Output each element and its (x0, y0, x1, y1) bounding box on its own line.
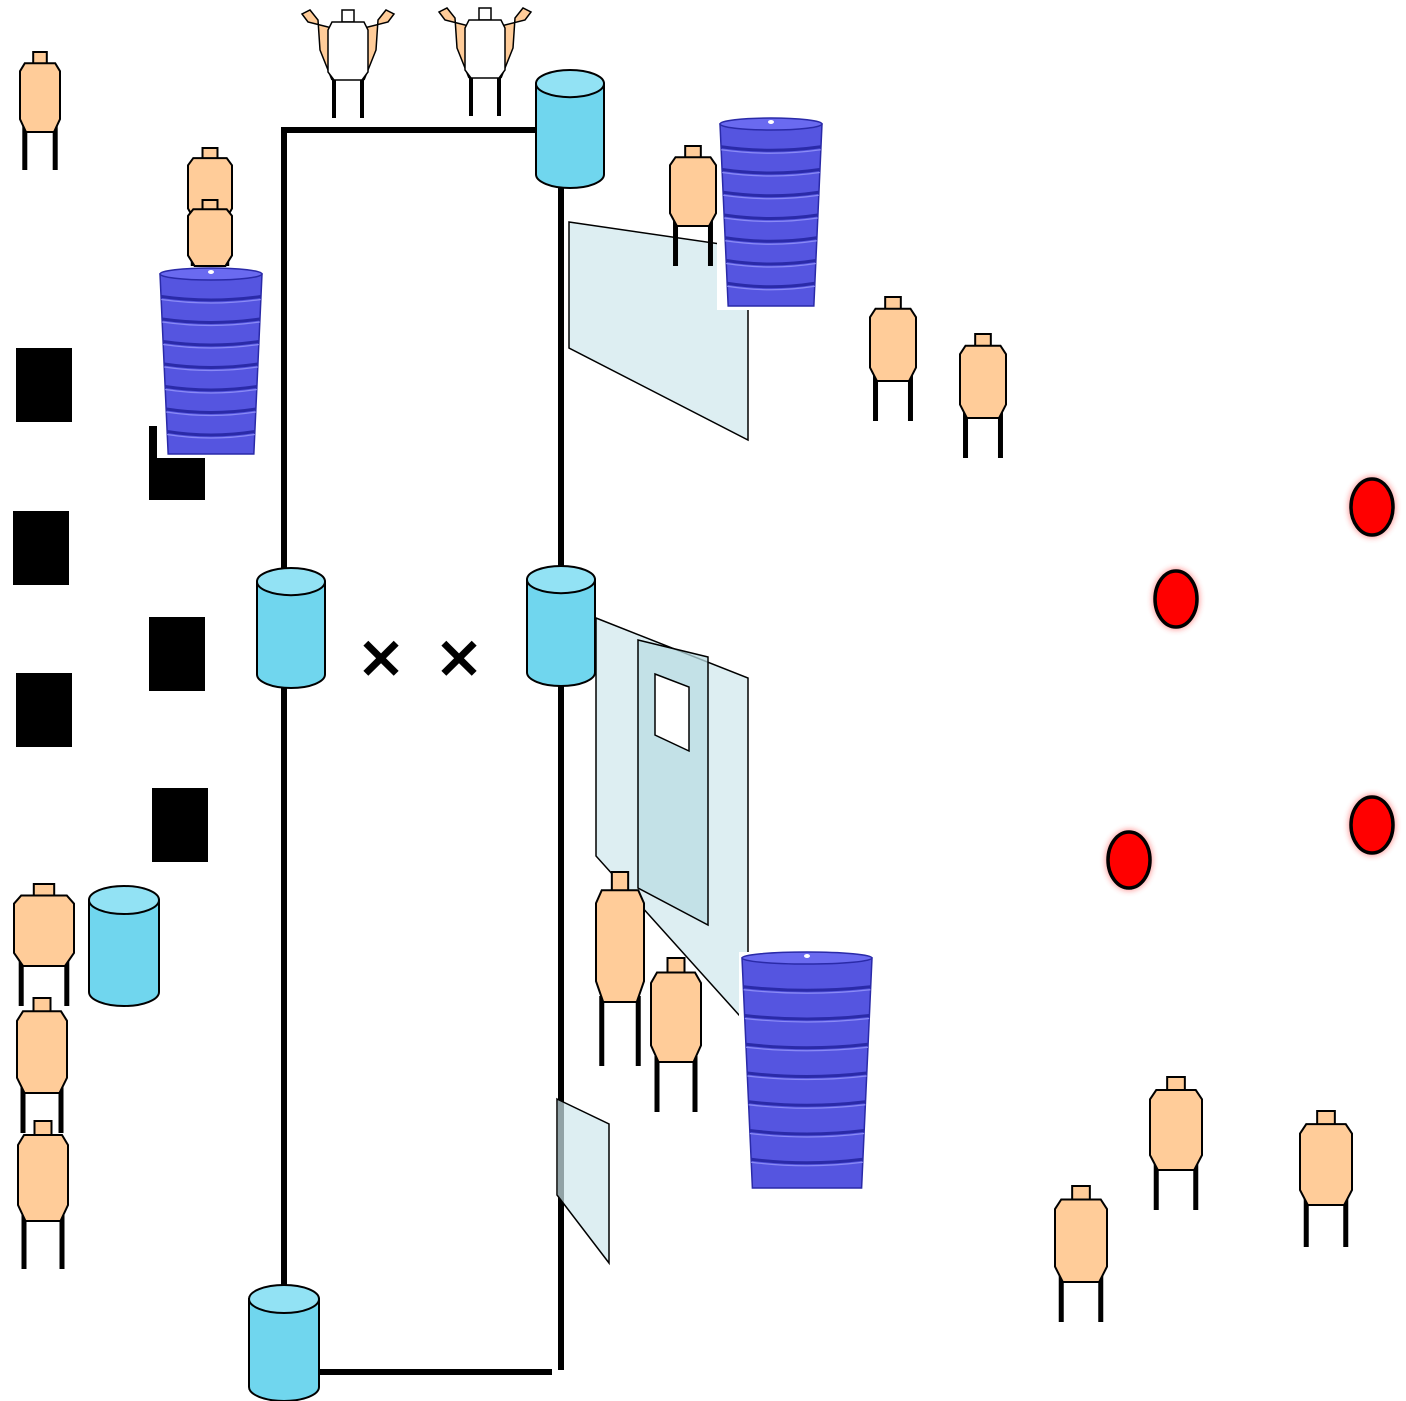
paper-target-icon (17, 1120, 69, 1269)
no-shoot-targets (300, 7, 533, 118)
no-shoot-target-icon (437, 7, 533, 116)
black-blocks (13, 348, 208, 862)
barrel-icon (157, 267, 265, 458)
barrels (157, 117, 875, 1192)
fault-lines (281, 127, 568, 1375)
black-block-icon (152, 788, 208, 862)
paper-targets (13, 51, 1353, 1322)
paper-target-icon (19, 51, 61, 170)
black-block-icon (16, 348, 72, 422)
paper-target-icon (16, 997, 68, 1133)
black-block-icon (149, 617, 205, 691)
steel-plate-icon (1105, 829, 1153, 891)
wall-panels (556, 221, 749, 1266)
paper-target-icon (1054, 1185, 1108, 1322)
barrel-icon (739, 951, 875, 1192)
paper-target-icon (595, 871, 645, 1066)
paper-target-icon (650, 957, 702, 1112)
steel-plate-icon (1348, 476, 1396, 538)
black-block-icon (16, 673, 72, 747)
steel-plate-icon (1152, 568, 1200, 630)
paper-target-icon (187, 199, 233, 267)
no-shoot-target-icon (300, 9, 396, 118)
start-position-icon: × (434, 622, 484, 692)
steel-plate-icon (1348, 794, 1396, 856)
barrel-icon (717, 117, 825, 310)
barricade-drum-icon (256, 567, 326, 689)
barricade-drum-icon (526, 565, 596, 687)
paper-target-icon (669, 145, 717, 266)
barricade-drum-icon (88, 885, 160, 1007)
wall-panel-icon (556, 1097, 610, 1266)
paper-target-icon (869, 296, 917, 421)
paper-target-icon (1149, 1076, 1203, 1210)
paper-target-icon (13, 883, 75, 1006)
wall-window (654, 672, 690, 753)
wall-panel-icon (568, 221, 749, 442)
start-position-icon: × (356, 622, 406, 692)
steel-plates (1105, 476, 1396, 891)
paper-target-icon (1299, 1110, 1353, 1247)
black-block-icon (13, 511, 69, 585)
barricade-drums (88, 69, 605, 1401)
paper-target-icon (959, 333, 1007, 458)
barricade-drum-icon (248, 1284, 320, 1401)
barricade-drum-icon (535, 69, 605, 189)
